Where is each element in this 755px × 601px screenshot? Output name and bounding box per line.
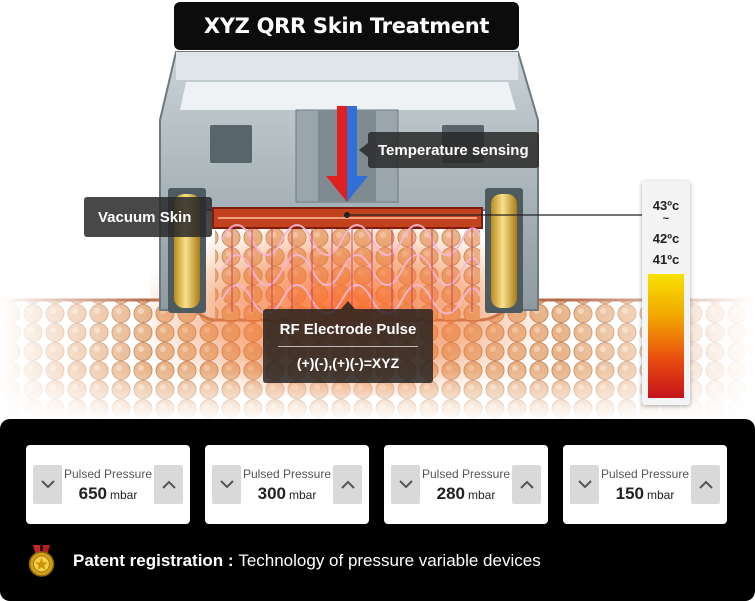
pressure-unit: mbar: [468, 488, 496, 502]
pressure-value: 650: [78, 484, 108, 503]
patent-text: Technology of pressure variable devices: [238, 551, 541, 570]
chevron-down-icon: [398, 480, 413, 489]
temp-high-label: 43ºc: [652, 198, 680, 213]
device-diagram: [0, 51, 755, 420]
chevron-up-icon: [519, 480, 534, 489]
chevron-down-icon: [40, 480, 55, 489]
increase-pressure-button[interactable]: [154, 465, 183, 504]
pressure-caption: Pulsed Pressure: [63, 467, 153, 481]
pressure-unit: mbar: [289, 488, 317, 502]
patent-label: Patent registration :: [73, 551, 239, 570]
pressure-value: 280: [436, 484, 466, 503]
gold-medal-icon: [28, 545, 55, 577]
chevron-down-icon: [577, 480, 592, 489]
increase-pressure-button[interactable]: [691, 465, 720, 504]
rf-title: RF Electrode Pulse: [279, 321, 417, 338]
increase-pressure-button[interactable]: [512, 465, 541, 504]
pressure-caption: Pulsed Pressure: [242, 467, 332, 481]
decrease-pressure-button[interactable]: [570, 465, 599, 504]
temperature-sensing-label: Temperature sensing: [359, 132, 539, 168]
patent-registration: Patent registration : Technology of pres…: [28, 545, 541, 577]
decrease-pressure-button[interactable]: [212, 465, 241, 504]
chevron-down-icon: [219, 480, 234, 489]
chevron-up-icon: [698, 480, 713, 489]
temperature-gradient-bar: [648, 274, 684, 398]
pressure-value: 300: [257, 484, 287, 503]
pressure-unit: mbar: [647, 488, 675, 502]
increase-pressure-button[interactable]: [333, 465, 362, 504]
pressure-value: 150: [615, 484, 645, 503]
pressure-caption: Pulsed Pressure: [421, 467, 511, 481]
pressure-unit: mbar: [110, 488, 138, 502]
temp-low-label: 41ºc: [652, 252, 680, 267]
rf-divider: [278, 346, 418, 347]
temp-range-tilde: ~: [662, 213, 670, 225]
treatment-illustration: XYZ QRR Skin Treatment Temperature sensi…: [0, 0, 755, 420]
temp-mid-label: 42ºc: [652, 231, 680, 246]
pressure-caption: Pulsed Pressure: [600, 467, 690, 481]
rf-formula: (+)(-),(+)(-)=XYZ: [296, 355, 400, 371]
vacuum-skin-label: Vacuum Skin: [84, 197, 212, 237]
rf-electrode-pulse-box: RF Electrode Pulse (+)(-),(+)(-)=XYZ: [263, 301, 433, 383]
chevron-up-icon: [340, 480, 355, 489]
chevron-up-icon: [161, 480, 176, 489]
temperature-gauge: 43ºc ~ 42ºc 41ºc: [642, 181, 690, 405]
page-title: XYZ QRR Skin Treatment: [174, 2, 519, 50]
decrease-pressure-button[interactable]: [33, 465, 62, 504]
decrease-pressure-button[interactable]: [391, 465, 420, 504]
